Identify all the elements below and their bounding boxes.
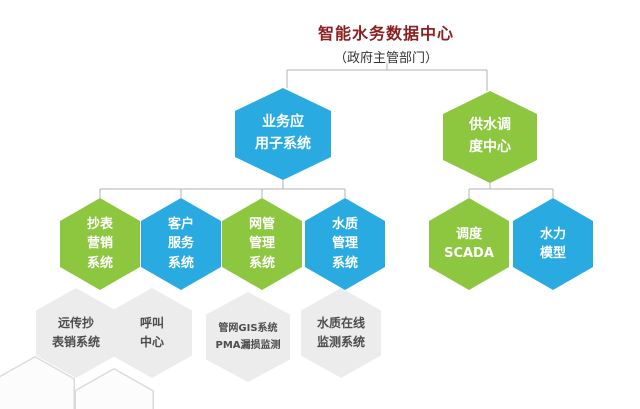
hex-hydraulic-model-label: 水力 模型 [539, 226, 566, 262]
hex-dispatch-scada-label: 调度 SCADA [444, 226, 494, 262]
hex-gis-pma-leakage-monitoring-label: 管网GIS系统 PMA漏损监测 [215, 323, 281, 351]
hex-business-app-subsystem-label: 业务应 用子系统 [255, 114, 311, 152]
hex-water-quality-online-monitoring-label: 水质在线 监测系统 [316, 316, 365, 349]
hex-dispatch-scada: 调度 SCADA [429, 198, 509, 290]
hex-water-dispatch-center-label: 供水调 度中心 [469, 117, 511, 155]
hex-water-quality-management-system-label: 水质 管理 系统 [331, 216, 358, 271]
hex-customer-service-system-label: 客户 服务 系统 [167, 216, 194, 271]
hex-remote-meter-reading-system: 远传抄 表销系统 [36, 288, 116, 378]
diagram-title: 智能水务数据中心 [317, 24, 454, 43]
hex-water-quality-management-system: 水质 管理 系统 [305, 198, 385, 290]
diagram-subtitle: （政府主管部门） [333, 51, 438, 66]
hex-remote-meter-reading-system-label: 远传抄 表销系统 [51, 316, 100, 349]
hex-meter-marketing-system-label: 抄表 营销 系统 [86, 216, 113, 271]
hex-call-center-label: 呼叫 中心 [139, 316, 164, 349]
hex-water-quality-online-monitoring: 水质在线 监测系统 [301, 288, 381, 378]
hex-gis-pma-leakage-monitoring: 管网GIS系统 PMA漏损监测 [206, 292, 290, 382]
hex-network-management-system-label: 网管 管理 系统 [248, 216, 275, 271]
